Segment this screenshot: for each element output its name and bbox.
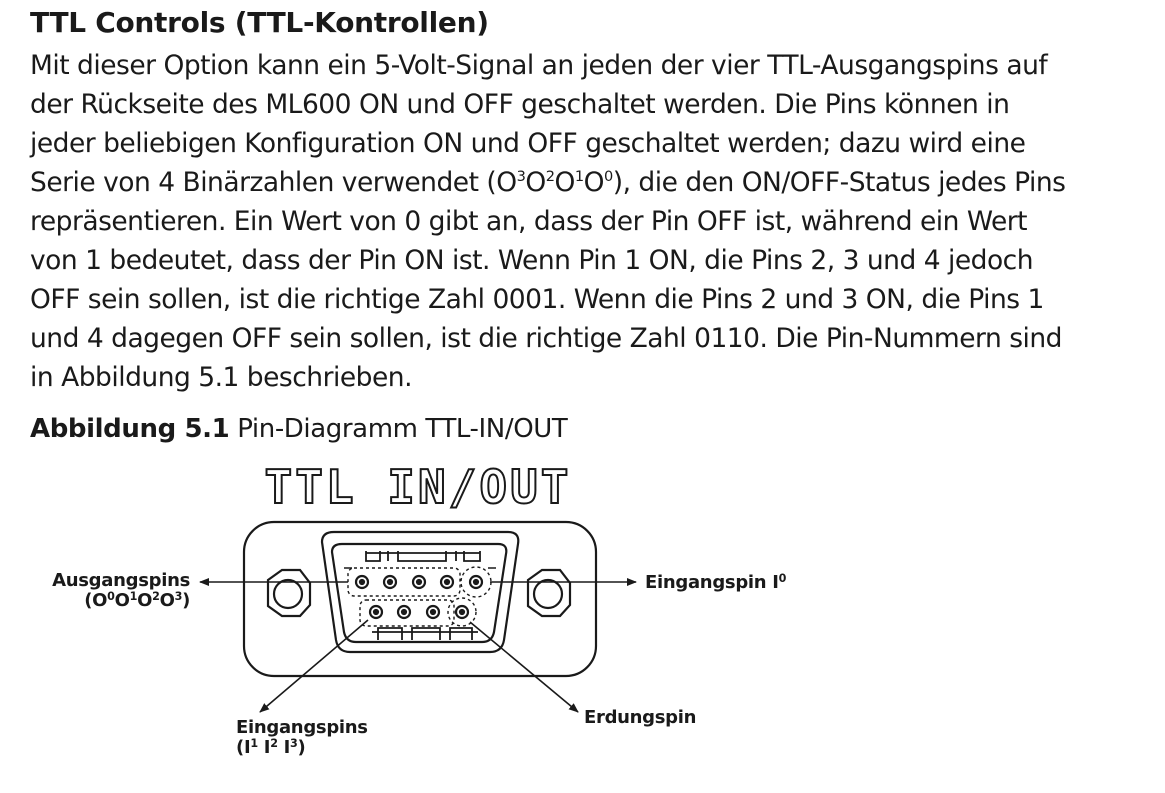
figure-caption-text: Pin-Diagramm TTL-IN/OUT [237, 414, 568, 444]
body-line: repräsentieren. Ein Wert von 0 gibt an, … [30, 206, 1028, 237]
figure-caption: Abbildung 5.1 Pin-Diagramm TTL-IN/OUT [30, 414, 568, 444]
body-line-start: Serie von 4 Binärzahlen verwendet (O [30, 167, 517, 198]
output-pin [382, 574, 398, 590]
output-pin [411, 574, 427, 590]
label-output-pins: Ausgangspins (O0O1O2O3) [44, 571, 190, 611]
body-line: in Abbildung 5.1 beschrieben. [30, 362, 413, 393]
body-line-end: ), die den ON/OFF-Status jedes Pins [612, 167, 1066, 198]
output-pin [439, 574, 455, 590]
body-line: Mit dieser Option kann ein 5-Volt-Signal… [30, 50, 1048, 81]
label-input-pins-title: Eingangspins [236, 717, 368, 738]
label-input-pins-detail: (I1 I2 I3) [236, 736, 306, 758]
label-input-pins: Eingangspins (I1 I2 I3) [236, 718, 368, 758]
connector-body [242, 520, 598, 678]
sequence-letter: O [525, 167, 546, 198]
ground-pin [454, 604, 470, 620]
arrow-ground-pin [469, 621, 579, 713]
label-input-pin-0: Eingangspin I0 [645, 571, 787, 593]
body-line-with-sequence: Serie von 4 Binärzahlen verwendet (O3O2O… [30, 163, 1150, 202]
mounting-screw-right [526, 568, 572, 618]
body-line: von 1 bedeutet, dass der Pin ON ist. Wen… [30, 245, 1034, 276]
output-pin-group [347, 567, 461, 597]
label-ground-pin: Erdungspin [584, 707, 697, 728]
body-line: und 4 dagegen OFF sein sollen, ist die r… [30, 323, 1062, 354]
input-pin-0 [468, 574, 484, 590]
input-pin [368, 604, 384, 620]
body-line: jeder beliebigen Konfiguration ON und OF… [30, 128, 1026, 159]
sequence-sup: 0 [603, 167, 613, 185]
connector-pins [354, 574, 484, 620]
sequence-letter: O [583, 167, 605, 198]
label-output-pins-detail: (O0O1O2O3) [84, 589, 190, 611]
body-paragraph: Mit dieser Option kann ein 5-Volt-Signal… [30, 46, 1150, 397]
label-output-pins-title: Ausgangspins [52, 570, 190, 591]
body-line: der Rückseite des ML600 ON und OFF gesch… [30, 89, 1010, 120]
section-title: TTL Controls (TTL-Kontrollen) [30, 6, 489, 39]
mounting-screw-left [266, 568, 312, 618]
callout-arrows [199, 578, 637, 713]
sequence-sup: 2 [545, 167, 555, 185]
sequence-sup: 3 [516, 167, 526, 185]
sequence-sup: 1 [574, 167, 584, 185]
ground-pin-group [447, 597, 477, 627]
output-pin [354, 574, 370, 590]
input-pin [425, 604, 441, 620]
connector-title: TTL IN/OUT [265, 460, 572, 514]
input-pin [396, 604, 412, 620]
arrow-input-pins [259, 619, 369, 713]
figure-number: Abbildung 5.1 [30, 414, 230, 444]
sequence-letter: O [554, 167, 576, 198]
input-pin-group [359, 599, 455, 627]
body-line: OFF sein sollen, ist die richtige Zahl 0… [30, 284, 1044, 315]
